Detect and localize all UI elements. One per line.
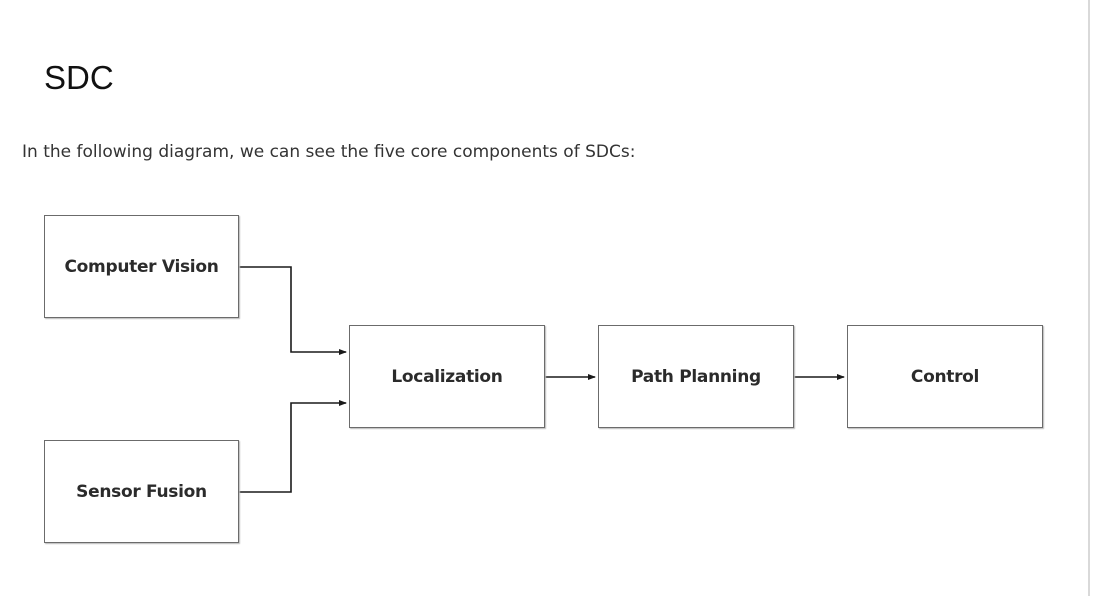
node-computer-vision: Computer Vision (44, 215, 239, 318)
node-label: Computer Vision (64, 256, 219, 277)
scrollbar-track[interactable] (1088, 0, 1090, 596)
node-label: Localization (391, 366, 503, 387)
page-title: SDC (44, 59, 114, 96)
node-path-planning: Path Planning (598, 325, 794, 428)
node-control: Control (847, 325, 1043, 428)
node-sensor-fusion: Sensor Fusion (44, 440, 239, 543)
edge-computer-vision-to-localization (239, 266, 347, 355)
node-label: Sensor Fusion (76, 481, 207, 502)
intro-paragraph: In the following diagram, we can see the… (22, 142, 636, 162)
node-label: Control (910, 366, 980, 387)
node-localization: Localization (349, 325, 545, 428)
node-label: Path Planning (631, 366, 761, 387)
edge-sensor-fusion-to-localization (239, 400, 347, 493)
